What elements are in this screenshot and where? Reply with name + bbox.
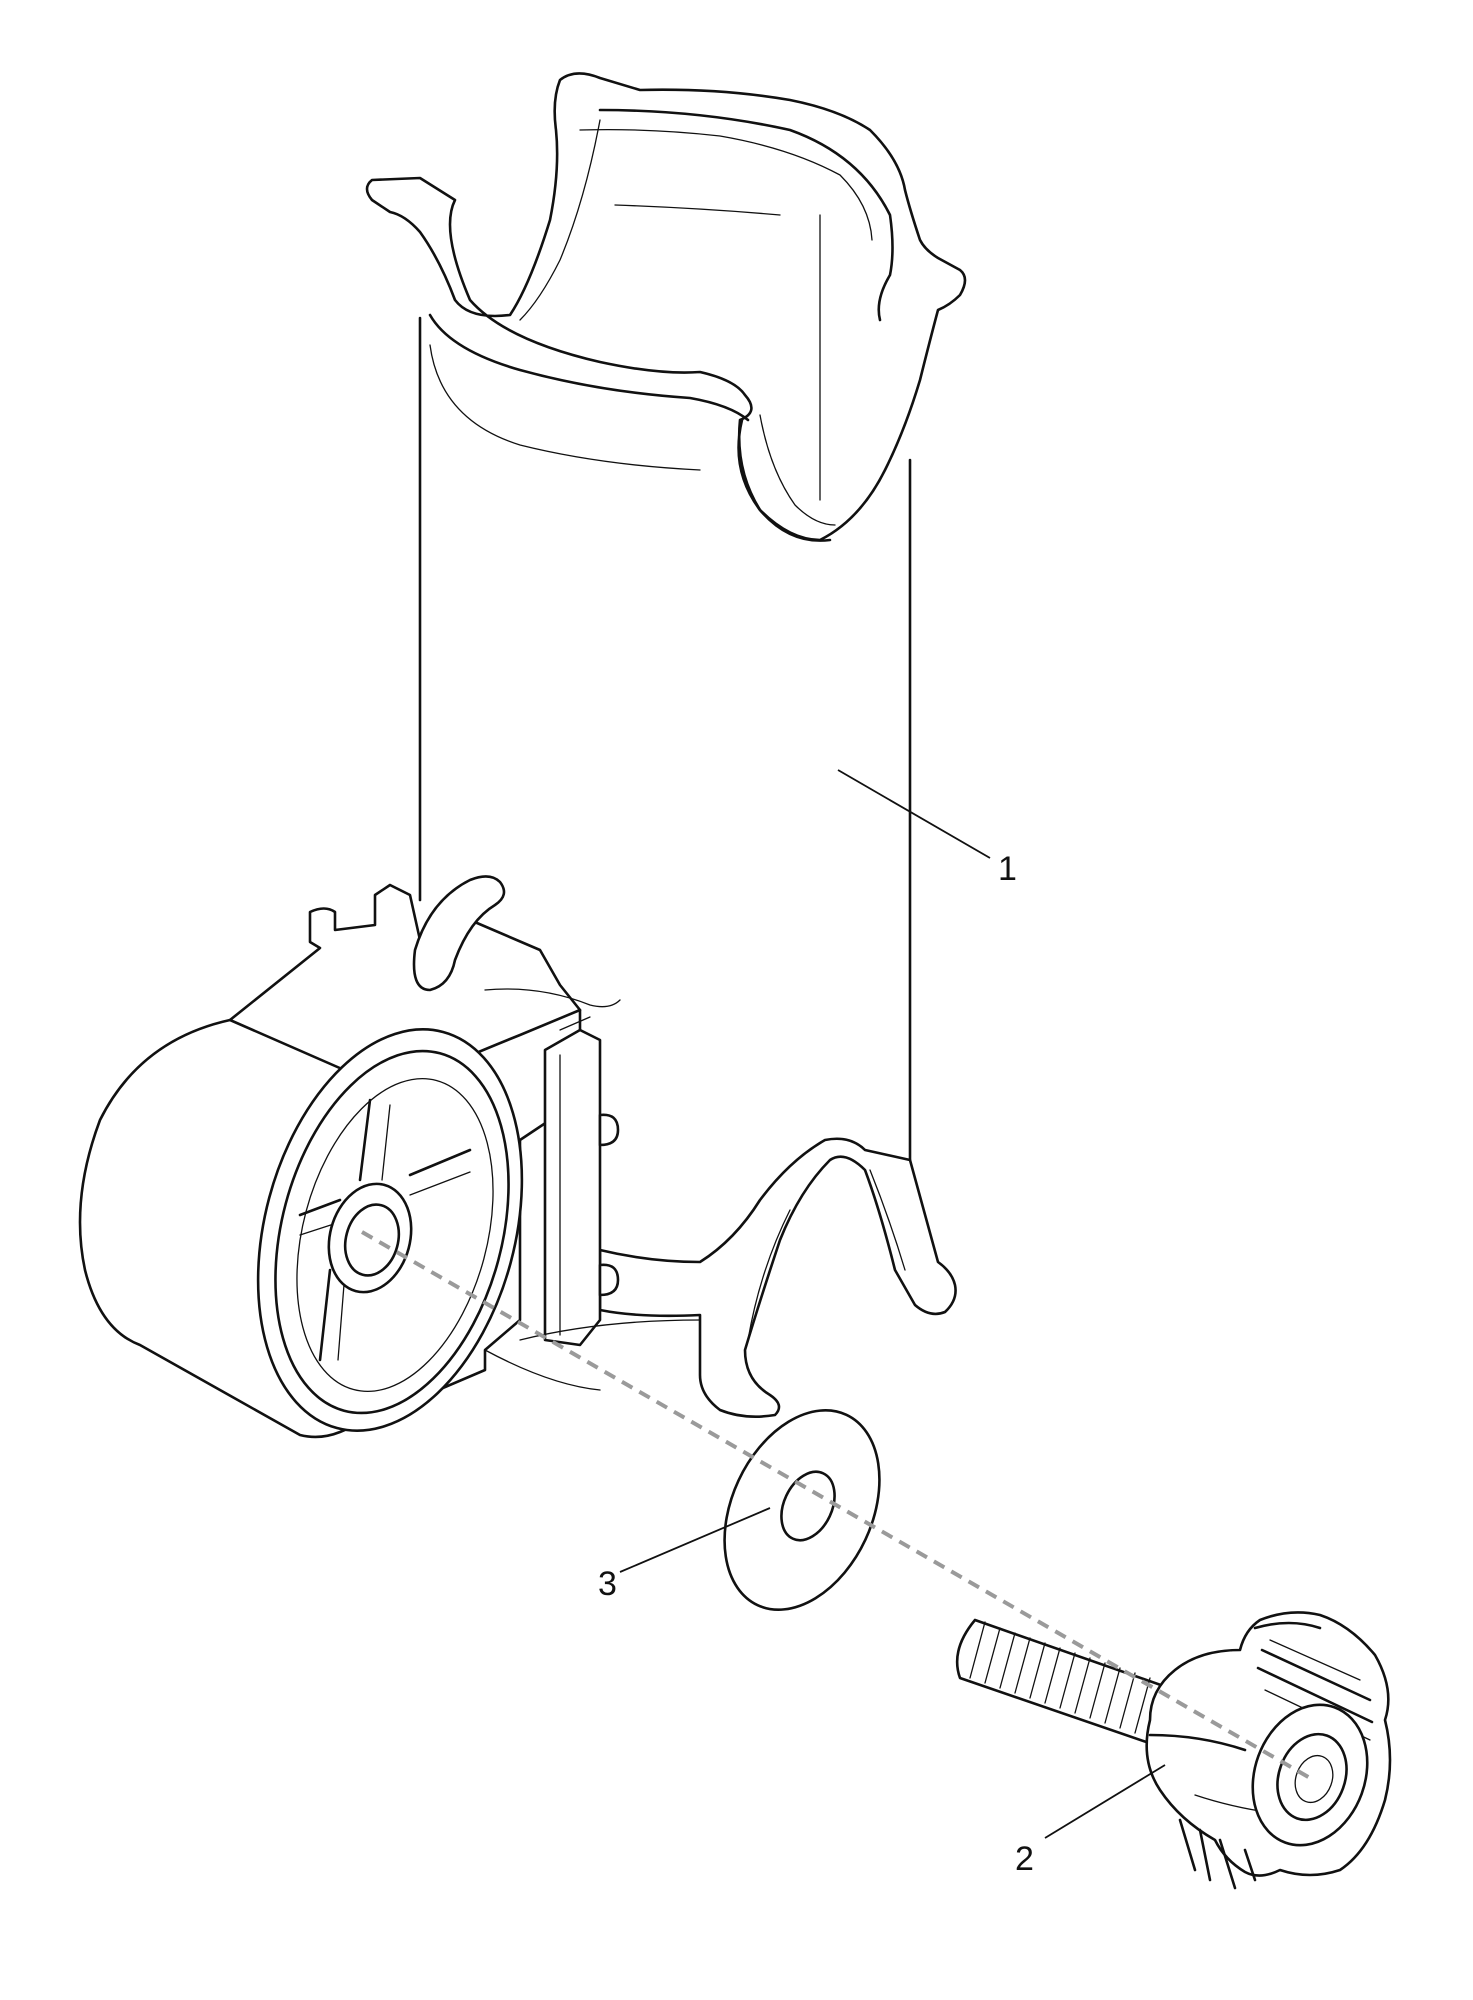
washer	[723, 1409, 881, 1611]
holder-body	[78, 72, 967, 1439]
assembly-axis	[361, 1230, 1311, 1780]
leader-line-3	[619, 1507, 771, 1573]
callout-3: 3	[598, 1507, 771, 1603]
callout-label-1: 1	[998, 850, 1017, 888]
leader-line-1	[837, 769, 991, 859]
knob-screw	[955, 1611, 1392, 1890]
callout-2: 2	[1015, 1764, 1166, 1878]
callout-1: 1	[837, 769, 1017, 888]
leader-line-2	[1044, 1764, 1166, 1839]
callout-label-2: 2	[1015, 1840, 1034, 1878]
callout-label-3: 3	[598, 1565, 617, 1603]
